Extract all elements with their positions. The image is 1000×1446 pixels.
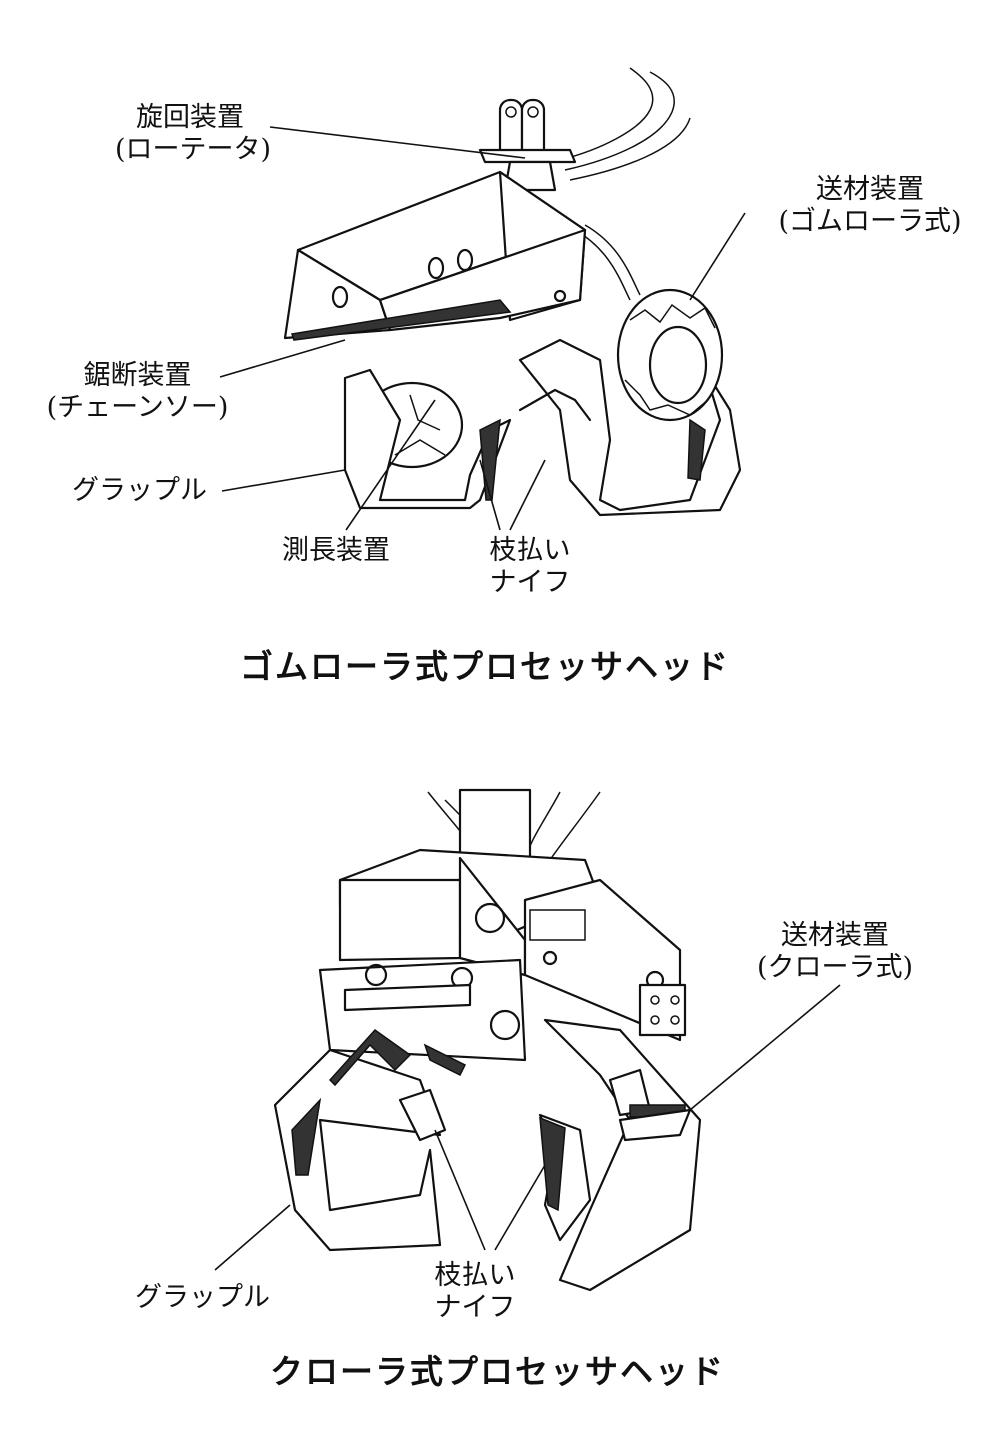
delimbing-knife-label-fig2-line1: 枝払い — [434, 1260, 516, 1291]
delimbing-knife-label-fig2-line2: ナイフ — [434, 1292, 516, 1323]
crawler-feed-label-line1: 送材装置 — [781, 920, 889, 951]
crawler-feed-label: 送材装置 (クローラ式) — [750, 920, 920, 984]
delimbing-knife-label-fig1-line2: ナイフ — [489, 567, 571, 598]
rubber-feed-roller — [616, 288, 724, 422]
saw-label-line2: (チェーンソー) — [46, 392, 229, 423]
feed-roller-label-line2: (ゴムローラ式) — [778, 206, 962, 237]
figure1-title: ゴムローラ式プロセッサヘッド — [240, 647, 730, 686]
rotator-label-line1: 旋回装置 — [136, 102, 244, 133]
rotator-label: 旋回装置 (ローテータ) — [115, 102, 272, 166]
saw-label-line1: 鋸断装置 — [83, 360, 192, 391]
measuring-device-label: 測長装置 — [282, 535, 390, 566]
leader-lines-fig1 — [219, 126, 746, 531]
figure2-title: クローラ式プロセッサヘッド — [270, 1352, 725, 1391]
saw-label: 鋸断装置 (チェーンソー) — [45, 360, 230, 424]
saw-housing-box — [283, 170, 587, 341]
grapple-label-fig2: グラップル — [135, 1282, 270, 1313]
feed-roller-label-line1: 送材装置 — [816, 174, 924, 205]
crawler-feed-label-line2: (クローラ式) — [756, 952, 914, 983]
delimbing-knife-label-fig1: 枝払い ナイフ — [480, 535, 580, 599]
feed-roller-label: 送材装置 (ゴムローラ式) — [770, 174, 970, 238]
crawler-processor-head-drawing — [273, 788, 702, 1292]
delimbing-knife-label-fig1-line1: 枝払い — [489, 535, 571, 566]
rotator-label-line2: (ローテータ) — [115, 134, 272, 165]
delimbing-knife-label-fig2: 枝払い ナイフ — [425, 1260, 525, 1324]
grapple-label-fig1: グラップル — [72, 475, 207, 506]
leader-lines-fig2 — [214, 984, 841, 1271]
